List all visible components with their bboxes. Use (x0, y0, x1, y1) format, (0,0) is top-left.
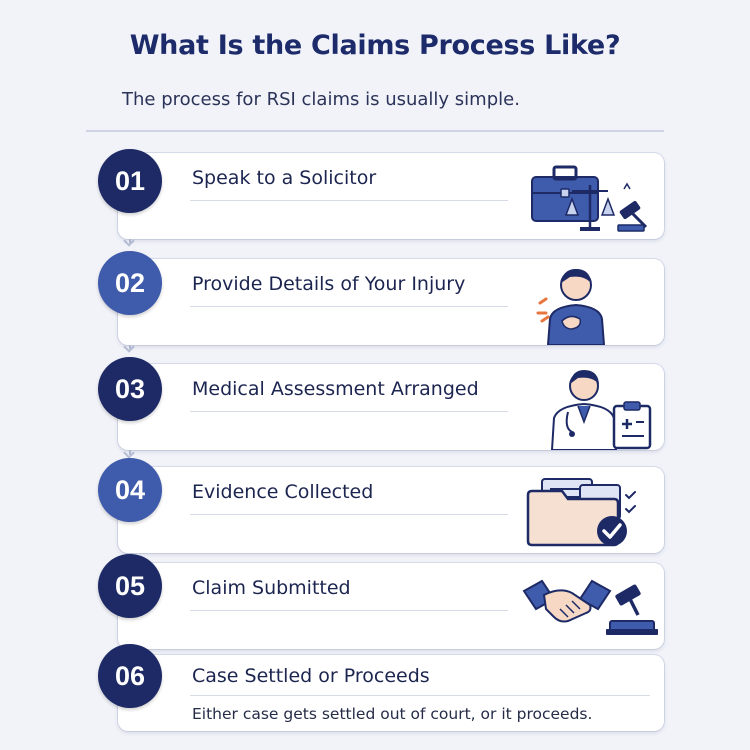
step-number-badge: 02 (98, 251, 162, 315)
step-number-badge: 01 (98, 149, 162, 213)
step-underline (190, 610, 508, 611)
step-underline (190, 411, 508, 412)
injured-person-icon (536, 269, 606, 345)
step-label: Provide Details of Your Injury (192, 273, 466, 295)
step-label: Medical Assessment Arranged (192, 378, 479, 400)
folder-check-icon (526, 478, 636, 547)
header-divider (86, 130, 664, 132)
briefcase-scales-gavel-icon (531, 165, 648, 232)
step-underline (190, 200, 508, 201)
handshake-gavel-icon (522, 579, 658, 635)
step-number-badge: 05 (98, 554, 162, 618)
step-card-3: Medical Assessment Arranged (118, 364, 664, 450)
step-label: Evidence Collected (192, 481, 374, 503)
step-card-2: Provide Details of Your Injury (118, 259, 664, 345)
step-underline (190, 695, 650, 696)
step-card-6: Case Settled or Proceeds Either case get… (118, 655, 664, 731)
step-note: Either case gets settled out of court, o… (192, 705, 593, 723)
step-label: Speak to a Solicitor (192, 167, 377, 189)
step-label: Claim Submitted (192, 577, 351, 599)
step-card-4: Evidence Collected (118, 467, 664, 553)
step-number-badge: 06 (98, 644, 162, 708)
step-card-5: Claim Submitted (118, 563, 664, 649)
step-card-1: Speak to a Solicitor (118, 153, 664, 239)
step-underline (190, 306, 508, 307)
step-underline (190, 514, 508, 515)
step-number-badge: 03 (98, 357, 162, 421)
page-subtitle: The process for RSI claims is usually si… (122, 89, 520, 110)
page-title: What Is the Claims Process Like? (129, 30, 621, 61)
step-label: Case Settled or Proceeds (192, 665, 430, 687)
step-number-badge: 04 (98, 458, 162, 522)
doctor-clipboard-icon (550, 370, 652, 450)
